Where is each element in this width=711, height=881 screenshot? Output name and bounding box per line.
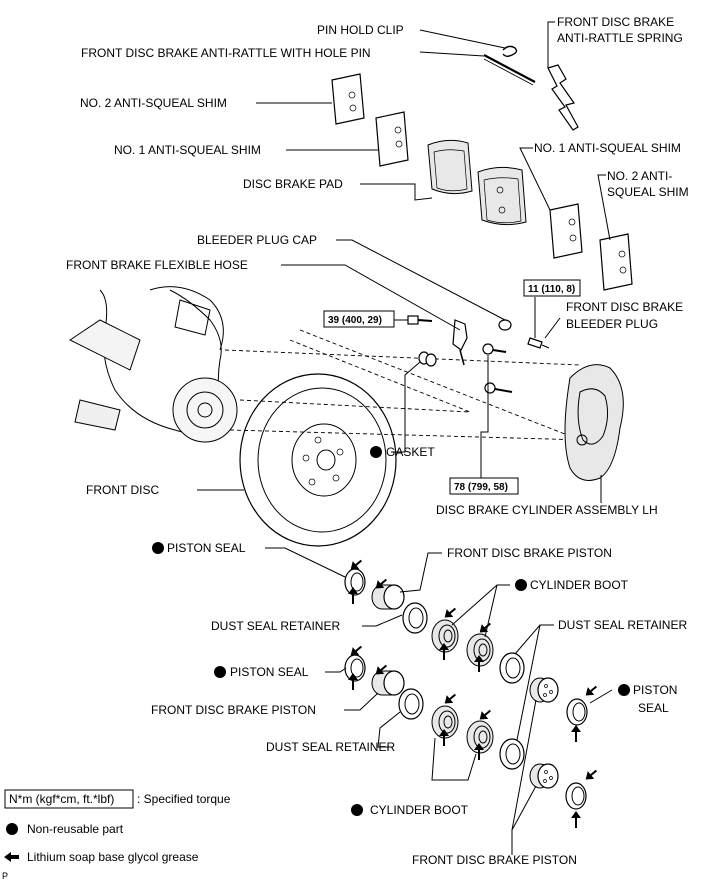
union-bolt [482,343,507,355]
no1-anti-squeal-shim-right [549,203,583,259]
label-cylinder-boot-2: CYLINDER BOOT [370,803,469,817]
legend-dot-icon [6,823,18,835]
legend: N*m (kgf*cm, ft.*lbf) : Specified torque… [2,789,231,881]
label-bleeder-plug-cap: BLEEDER PLUG CAP [197,233,317,247]
label-piston-seal-1: PISTON SEAL [167,541,246,555]
label-piston-seal-3b: SEAL [638,701,669,715]
label-cylinder-assembly: DISC BRAKE CYLINDER ASSEMBLY LH [436,503,658,517]
label-gasket: GASKET [386,445,435,459]
torque-value-3: 78 (799, 58) [454,482,508,493]
legend-grease: Lithium soap base glycol grease [27,850,199,864]
non-reusable-dots [152,446,630,816]
corner-mark: P [2,871,8,881]
label-bleeder-plug-1: FRONT DISC BRAKE [566,300,683,314]
grease-arrows [348,559,598,828]
no2-anti-squeal-shim-right [599,233,633,291]
label-anti-rattle-pin: FRONT DISC BRAKE ANTI-RATTLE WITH HOLE P… [81,46,371,60]
legend-nonreusable: Non-reusable part [27,822,124,836]
label-flexible-hose: FRONT BRAKE FLEXIBLE HOSE [66,258,248,272]
anti-rattle-pin [483,54,536,86]
label-anti-rattle-spring-2: ANTI-RATTLE SPRING [557,31,683,45]
alignment-lines [224,329,586,441]
leader-lines-middle [197,239,602,503]
bleeder-plug [527,337,550,349]
torque-value-2: 39 (400, 29) [328,315,382,326]
disc-brake-pad-left [427,139,473,195]
leader-lines-upper [256,21,611,241]
anti-rattle-spring [547,64,579,131]
label-cylinder-boot-1: CYLINDER BOOT [530,578,629,592]
labels: PIN HOLD CLIP FRONT DISC BRAKE ANTI-RATT… [66,15,689,867]
front-disc [239,373,397,547]
label-piston-seal-2: PISTON SEAL [230,665,309,679]
label-dust-seal-retainer-3: DUST SEAL RETAINER [266,740,395,754]
no2-anti-squeal-shim-left [331,73,365,125]
label-no1-shim-right: NO. 1 ANTI-SQUEAL SHIM [534,141,681,155]
label-piston-1: FRONT DISC BRAKE PISTON [447,546,612,560]
label-piston-seal-3a: PISTON [633,683,677,697]
bleeder-plug-cap [498,319,512,331]
label-disc-brake-pad: DISC BRAKE PAD [243,177,343,191]
label-pin-hold-clip: PIN HOLD CLIP [317,23,404,37]
label-no2-shim-left: NO. 2 ANTI-SQUEAL SHIM [80,96,227,110]
gasket-part [418,351,437,367]
label-no1-shim-left: NO. 1 ANTI-SQUEAL SHIM [114,143,261,157]
torque-box-1: 11 (110, 8) [523,279,581,297]
label-dust-seal-retainer-2: DUST SEAL RETAINER [558,618,687,632]
legend-torque-box: N*m (kgf*cm, ft.*lbf) [9,792,114,806]
label-front-disc: FRONT DISC [86,483,159,497]
disc-brake-cylinder-assembly [564,364,624,481]
label-piston-3: FRONT DISC BRAKE PISTON [412,853,577,867]
torque-value-1: 11 (110, 8) [528,284,575,295]
leader-lines-lower [265,547,613,855]
caliper-bolt [484,382,513,394]
seal-cluster [344,568,588,810]
label-anti-rattle-spring-1: FRONT DISC BRAKE [557,15,674,29]
label-no2-shim-right-2: SQUEAL SHIM [607,185,689,199]
no1-anti-squeal-shim-left [375,111,409,167]
torque-box-2: 39 (400, 29) [323,310,395,328]
bolt-39 [407,315,433,325]
disc-brake-pad-right [477,166,527,226]
label-bleeder-plug-2: BLEEDER PLUG [566,317,658,331]
legend-arrow-icon [4,852,19,862]
legend-torque-text: : Specified torque [137,792,231,806]
label-no2-shim-right-1: NO. 2 ANTI- [607,169,672,183]
label-dust-seal-retainer-1: DUST SEAL RETAINER [211,619,340,633]
steering-knuckle [69,286,238,443]
label-piston-2: FRONT DISC BRAKE PISTON [151,703,316,717]
pin-hold-clip [502,45,518,57]
torque-box-3: 78 (799, 58) [449,477,519,495]
